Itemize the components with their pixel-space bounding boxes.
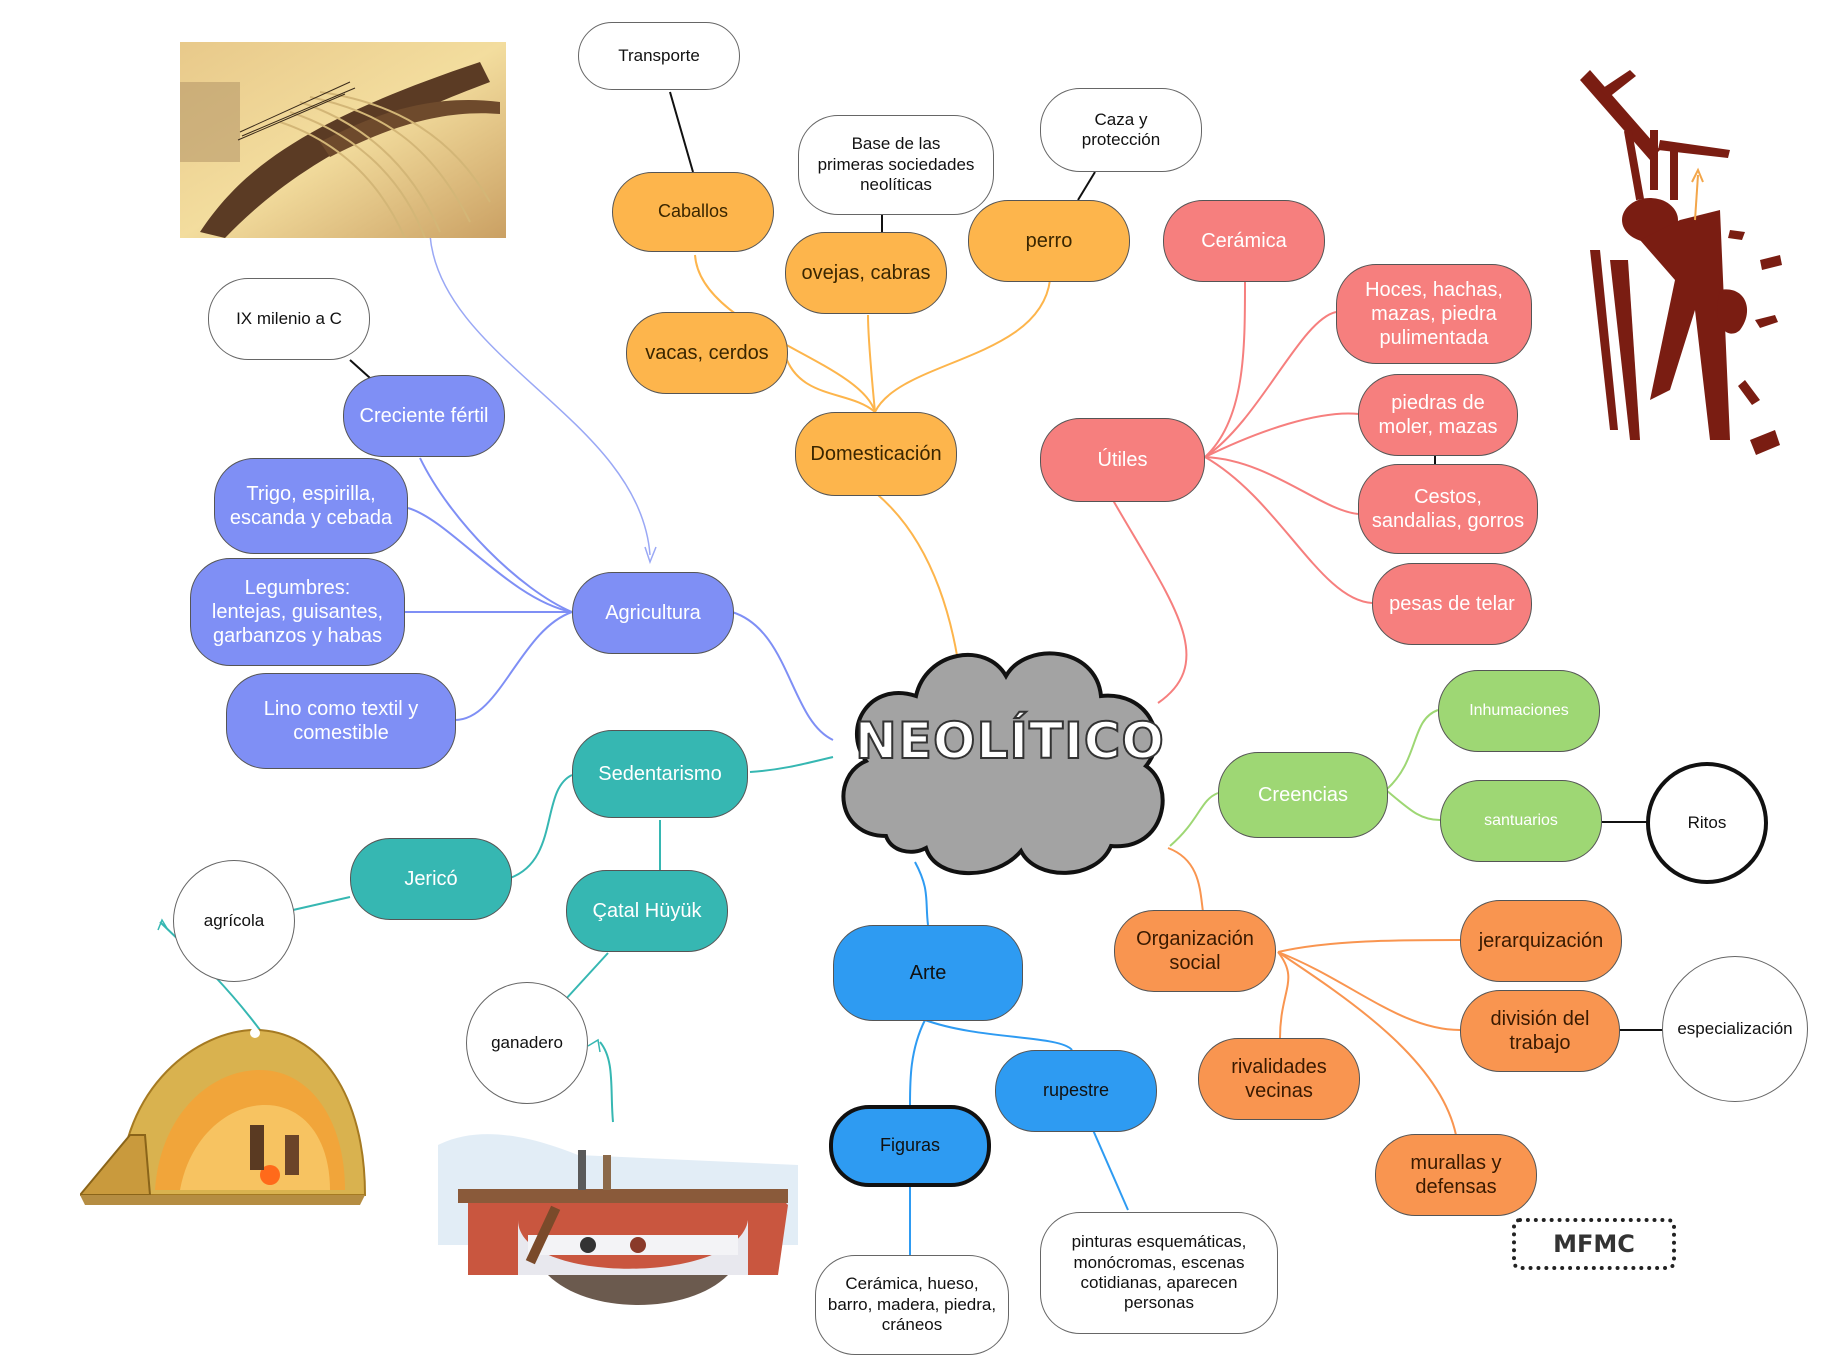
- line-arte: [914, 861, 929, 926]
- node-catal-huyuk[interactable]: Çatal Hüyük: [566, 870, 728, 952]
- node-creencias[interactable]: Creencias: [1218, 752, 1388, 838]
- node-perro[interactable]: perro: [968, 200, 1130, 282]
- node-sedentarismo[interactable]: Sedentarismo: [572, 730, 748, 818]
- node-ovejas-cabras[interactable]: ovejas, cabras: [785, 232, 947, 314]
- node-utiles[interactable]: Útiles: [1040, 418, 1205, 502]
- node-inhumaciones[interactable]: Inhumaciones: [1438, 670, 1600, 752]
- node-santuarios[interactable]: santuarios: [1440, 780, 1602, 862]
- line-utiles: [1109, 494, 1188, 704]
- neolitico-cloud: [841, 651, 1165, 876]
- node-jerico[interactable]: Jericó: [350, 838, 512, 920]
- node-creciente-fertil[interactable]: Creciente fértil: [343, 375, 505, 457]
- catal-huyuk-house-illustration: [438, 1134, 798, 1305]
- node-ritos[interactable]: Ritos: [1646, 762, 1768, 884]
- line-creencias: [1169, 792, 1219, 847]
- line-agricultura: [731, 611, 834, 741]
- node-ganadero[interactable]: ganadero: [466, 982, 588, 1104]
- node-trigo[interactable]: Trigo, espirilla, escanda y cebada: [214, 458, 408, 554]
- line-sedentarismo: [749, 756, 834, 773]
- node-agricultura[interactable]: Agricultura: [572, 572, 734, 654]
- node-lino[interactable]: Lino como textil y comestible: [226, 673, 456, 769]
- line-organizacion: [1167, 847, 1204, 913]
- node-rupestre-desc[interactable]: pinturas esquemáticas, monócromas, escen…: [1040, 1212, 1278, 1334]
- node-caballos[interactable]: Caballos: [612, 172, 774, 252]
- node-figuras-desc[interactable]: Cerámica, hueso, barro, madera, piedra, …: [815, 1255, 1009, 1355]
- node-piedras-moler[interactable]: piedras de moler, mazas: [1358, 374, 1518, 456]
- node-cestos-sandalias[interactable]: Cestos, sandalias, gorros: [1358, 464, 1538, 554]
- cave-painting-figure: [1580, 70, 1782, 455]
- wheat-sickle-photo: [180, 42, 506, 238]
- node-pesas-telar[interactable]: pesas de telar: [1372, 563, 1532, 645]
- node-rupestre[interactable]: rupestre: [995, 1050, 1157, 1132]
- center-title: NEOLÍTICO: [854, 711, 1165, 771]
- node-hoces-hachas[interactable]: Hoces, hachas, mazas, piedra pulimentada: [1336, 264, 1532, 364]
- node-ix-milenio[interactable]: IX milenio a C: [208, 278, 370, 360]
- node-jerarquizacion[interactable]: jerarquización: [1460, 900, 1622, 982]
- node-murallas[interactable]: murallas y defensas: [1375, 1134, 1537, 1216]
- node-caza-proteccion[interactable]: Caza y protección: [1040, 88, 1202, 172]
- node-base-sociedades[interactable]: Base de las primeras sociedades neolític…: [798, 115, 994, 215]
- node-figuras[interactable]: Figuras: [829, 1105, 991, 1187]
- node-ceramica[interactable]: Cerámica: [1163, 200, 1325, 282]
- node-domesticacion[interactable]: Domesticación: [795, 412, 957, 496]
- node-agricola[interactable]: agrícola: [173, 860, 295, 982]
- author-signature: MFMC: [1512, 1218, 1676, 1270]
- node-division-trabajo[interactable]: división del trabajo: [1460, 990, 1620, 1072]
- node-especializacion[interactable]: especialización: [1662, 956, 1808, 1102]
- node-organizacion-social[interactable]: Organización social: [1114, 910, 1276, 992]
- node-transporte[interactable]: Transporte: [578, 22, 740, 90]
- node-arte[interactable]: Arte: [833, 925, 1023, 1021]
- dome-hut-illustration: [80, 1028, 367, 1205]
- node-legumbres[interactable]: Legumbres: lentejas, guisantes, garbanzo…: [190, 558, 405, 666]
- node-rivalidades[interactable]: rivalidades vecinas: [1198, 1038, 1360, 1120]
- node-vacas-cerdos[interactable]: vacas, cerdos: [626, 312, 788, 394]
